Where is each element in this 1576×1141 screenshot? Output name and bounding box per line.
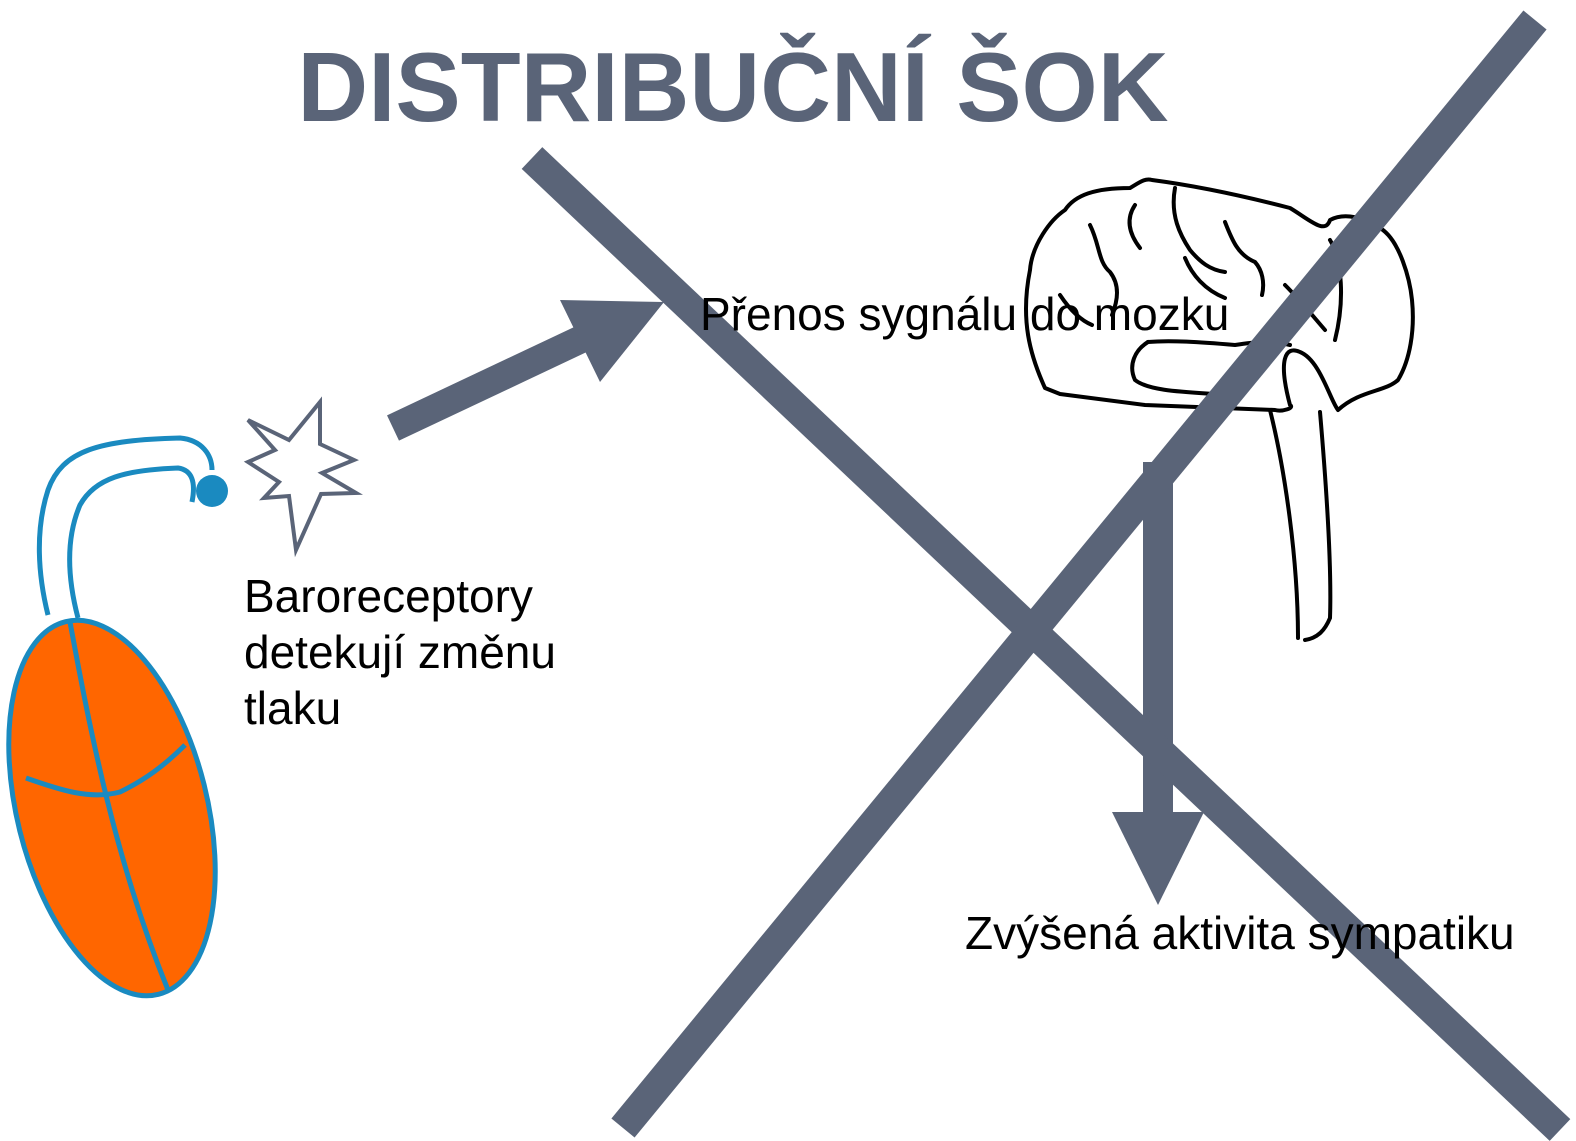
- starburst-icon: [243, 396, 364, 558]
- baroreceptor-label-line: Baroreceptory: [244, 570, 533, 622]
- arrow-to-brain: [387, 300, 664, 441]
- signal-transfer-label: Přenos sygnálu do mozku: [700, 288, 1230, 340]
- baroreceptor-label-line: tlaku: [244, 682, 342, 734]
- baroreceptor-label: Baroreceptory detekují změnu tlaku: [244, 568, 556, 736]
- heart-icon: [6, 435, 228, 999]
- baroreceptor-dot: [196, 475, 228, 507]
- brain-icon: [1024, 177, 1415, 642]
- sympathetic-activity-label: Zvýšená aktivita sympatiku: [965, 907, 1515, 959]
- slide-title: DISTRIBUČNÍ ŠOK: [297, 32, 1169, 142]
- cross-out-mark: [521, 10, 1571, 1141]
- baroreceptor-label-line: detekují změnu: [244, 626, 556, 678]
